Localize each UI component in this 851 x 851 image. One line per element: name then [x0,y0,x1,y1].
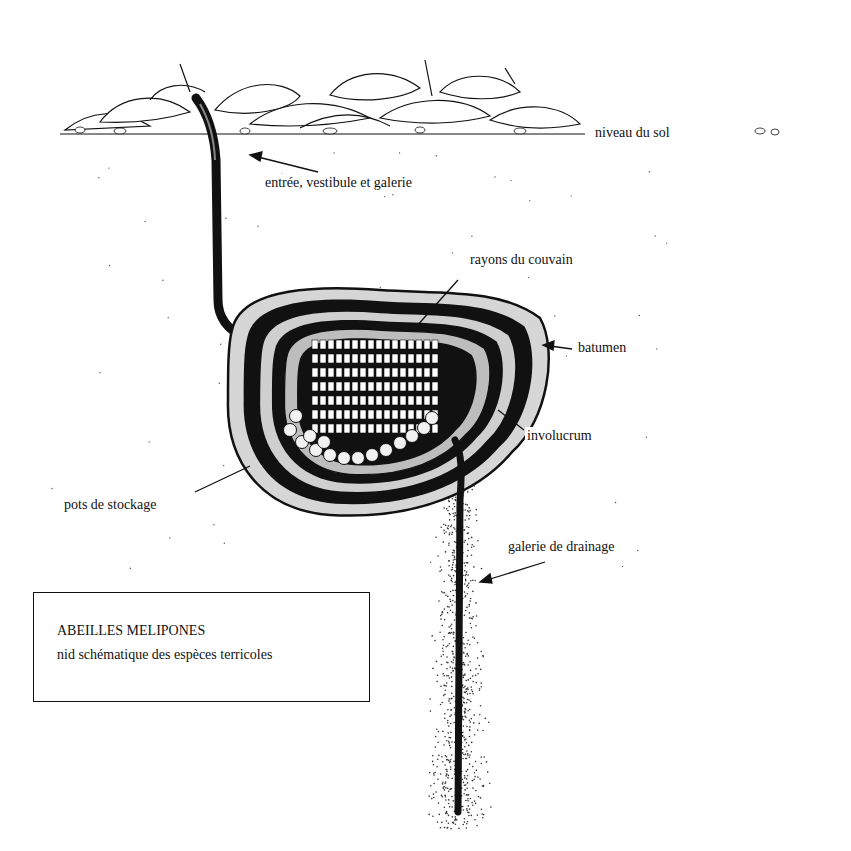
drainage-label: galerie de drainage [506,538,617,555]
leader-lines [195,152,572,583]
drainage-tube [455,440,461,812]
involucrum-label: involucrum [525,427,594,444]
box-heading: ABEILLES MELIPONES [57,621,349,641]
entrance-tube [196,98,245,338]
title-box: ABEILLES MELIPONES nid schématique des es… [33,592,370,702]
storage-pots [284,410,439,465]
pebbles [75,127,779,135]
brood-comb-label: rayons du couvain [468,251,575,268]
ground-level-label: niveau du sol [593,124,672,141]
nest-body [228,288,549,515]
box-subtitle: nid schématique des espèces terricoles [57,645,349,665]
leaf-litter [65,60,580,130]
ground-line [60,133,585,134]
brood-combs [312,340,438,433]
soil-stipple [51,152,667,829]
batumen-label: batumen [576,339,628,356]
entrance-label: entrée, vestibule et galerie [263,174,414,191]
entrance-highlight [200,104,215,160]
storage-pots-label: pots de stockage [62,496,159,513]
